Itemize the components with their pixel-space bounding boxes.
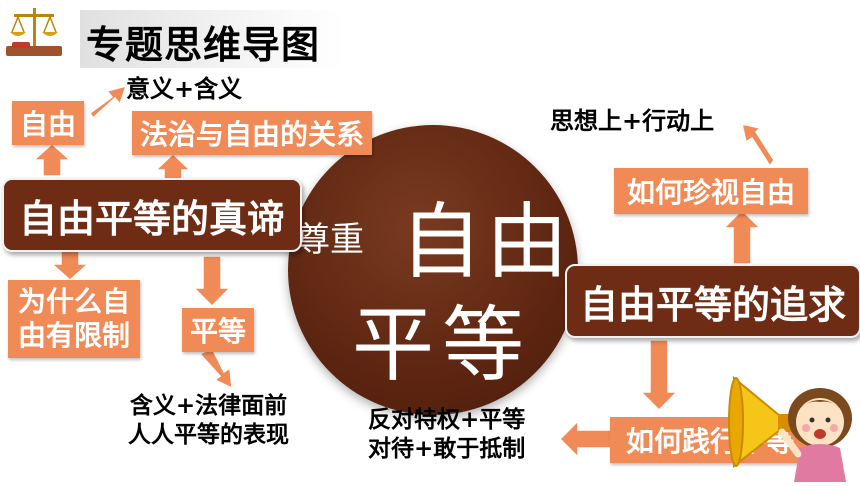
node-limits-line1: 为什么自	[17, 285, 130, 319]
node-cherish: 如何珍视自由	[614, 168, 808, 214]
arrow-to-meaning	[89, 84, 128, 120]
note-practice-line1: 反对特权+平等	[368, 407, 526, 433]
note-equality-line2: 人人平等的表现	[128, 421, 289, 448]
scales-icon	[4, 4, 64, 60]
note-equality-line1: 含义+法律面前	[129, 393, 288, 419]
arrow-to-equality-notes	[198, 346, 233, 390]
arrow-up-to-freedom	[32, 142, 72, 177]
center-circle	[288, 125, 578, 415]
left-main-node: 自由平等的真谛	[2, 178, 302, 252]
arrow-left-to-practice-notes	[558, 419, 613, 459]
right-main-node: 自由平等的追求	[565, 264, 860, 338]
node-limits-line2: 由有限制	[17, 319, 130, 352]
note-thought-action: 思想上+行动上	[550, 107, 715, 135]
center-big-line2: 平等	[352, 298, 533, 393]
note-practice: 反对特权+平等 对待+敢于抵制	[368, 406, 525, 464]
note-equality: 含义+法律面前 人人平等的表现	[128, 392, 289, 450]
title-bar	[80, 10, 345, 68]
note-practice-line2: 对待+敢于抵制	[368, 435, 526, 462]
arrow-down-to-equality	[192, 255, 232, 308]
page-title: 专题思维导图	[86, 23, 321, 67]
node-limits: 为什么自 由有限制	[8, 280, 140, 358]
center-big-line1: 自由	[400, 195, 573, 290]
node-freedom: 自由	[12, 101, 84, 145]
arrow-to-thought-action	[741, 123, 775, 168]
center-small-text: 尊重	[296, 220, 364, 260]
arrow-down-to-practice	[639, 339, 679, 412]
arrow-up-to-cherish	[722, 208, 762, 265]
node-rule-of-law: 法治与自由的关系	[132, 111, 372, 155]
node-equality: 平等	[182, 308, 254, 352]
note-meaning: 意义+含义	[126, 75, 243, 103]
megaphone-girl-icon	[728, 370, 858, 482]
